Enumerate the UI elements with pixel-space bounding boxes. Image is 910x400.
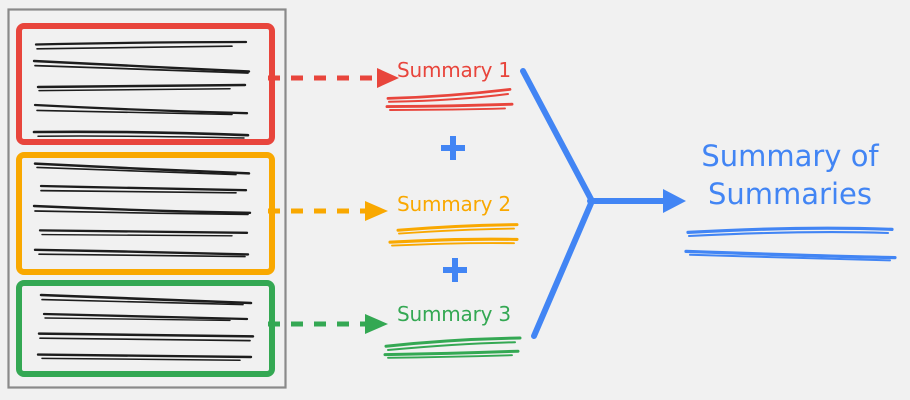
document-card-3-text-lines bbox=[36, 293, 255, 361]
connector-3-arrowhead bbox=[365, 314, 388, 334]
document-card-2-text-lines bbox=[32, 162, 252, 258]
connector-3 bbox=[268, 314, 388, 334]
summary-of-summaries-label: Summary of Summaries bbox=[684, 137, 896, 213]
merge-branch-bottom bbox=[531, 198, 595, 339]
connector-1 bbox=[268, 68, 399, 88]
summary-3-label: Summary 3 bbox=[397, 302, 511, 326]
summary-of-summaries-underlines bbox=[684, 226, 897, 262]
summary-3-underlines bbox=[383, 336, 522, 359]
document-card-1-border bbox=[16, 23, 275, 145]
connector-1-arrowhead bbox=[377, 68, 399, 88]
document-card-1-text-lines bbox=[32, 40, 251, 139]
document-card-3[interactable] bbox=[16, 280, 275, 377]
plus-2 bbox=[443, 258, 467, 282]
summary-of-summaries-line-2: Summaries bbox=[708, 177, 872, 211]
connector-2 bbox=[268, 201, 388, 221]
summary-1-underlines bbox=[385, 88, 514, 111]
documents-frame bbox=[7, 8, 287, 389]
connector-2-arrowhead bbox=[365, 201, 388, 221]
merge-fork-arrow bbox=[520, 68, 669, 339]
plus-1 bbox=[441, 136, 465, 160]
document-card-3-border bbox=[16, 280, 275, 377]
summary-1-label: Summary 1 bbox=[397, 58, 511, 82]
summary-2-label: Summary 2 bbox=[397, 192, 511, 216]
summary-of-summaries-line-1: Summary of bbox=[701, 139, 879, 173]
document-card-2[interactable] bbox=[16, 152, 275, 275]
merge-branch-top bbox=[520, 68, 595, 204]
document-card-1[interactable] bbox=[16, 23, 275, 145]
merge-arrowhead bbox=[663, 189, 686, 213]
summary-2-underlines bbox=[388, 223, 519, 247]
